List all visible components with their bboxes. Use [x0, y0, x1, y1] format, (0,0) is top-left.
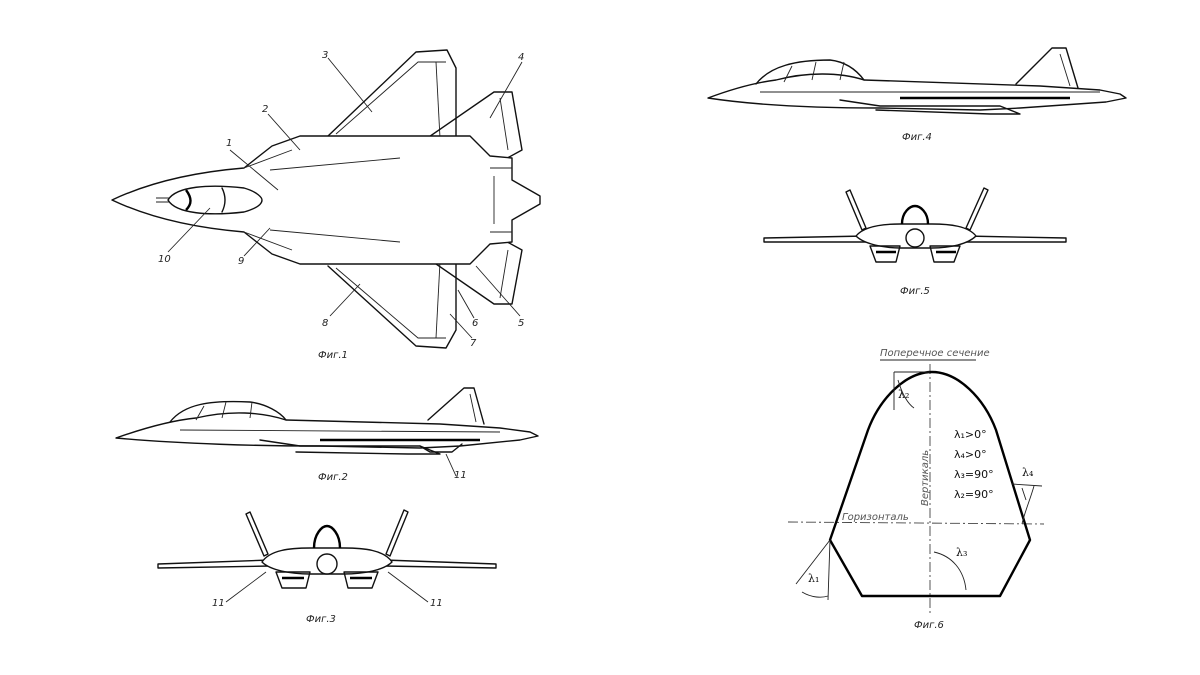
fig4-tail-fin	[1015, 47, 1079, 89]
fig5-wing-left	[763, 235, 867, 243]
fig2-canopy	[169, 400, 287, 423]
fig2-callout-11: 11	[454, 470, 467, 481]
fig3-front-view: 11 11 Фиг.3	[157, 509, 497, 625]
fig4-side-view: Фиг.4	[707, 47, 1127, 143]
fig6-angle-lambda1: λ₁	[808, 572, 819, 585]
fig5-nose	[905, 228, 925, 248]
fig1-upper-wing	[327, 49, 457, 139]
fig3-callout-11-left: 11	[212, 598, 225, 609]
fig6-angle-lambda4: λ₄	[1022, 466, 1034, 479]
fig6-caption: Фиг.6	[914, 620, 944, 631]
fig1-callout-4: 4	[518, 52, 524, 63]
fig3-fin-right	[385, 509, 409, 557]
fig3-wing-left	[157, 559, 271, 569]
fig4-intake	[839, 99, 1021, 115]
fig6-condition-4: λ₂=90°	[954, 488, 994, 501]
fig3-fin-left	[245, 511, 269, 557]
fig6-lambda1-construction	[795, 539, 831, 601]
fig2-intake	[259, 439, 441, 455]
fig6-horizontal-label: Горизонталь	[842, 512, 909, 523]
fig4-caption: Фиг.4	[902, 132, 932, 143]
fig1-callout-6: 6	[472, 318, 478, 329]
fig1-top-view: 1 2 3 4 5 6 7 8 9 10 Фиг.1	[111, 49, 541, 361]
fig3-caption: Фиг.3	[306, 614, 336, 625]
fig1-callout-9: 9	[238, 256, 244, 267]
fig6-angle-lambda2: λ₂	[898, 388, 909, 401]
fig6-condition-3: λ₃=90°	[954, 468, 994, 481]
fig2-fuselage	[115, 412, 539, 449]
fig1-fuselage	[111, 135, 541, 265]
fig1-caption: Фиг.1	[318, 350, 348, 361]
fig2-tail-fin	[427, 387, 485, 425]
fig6-condition-2: λ₄>0°	[954, 448, 987, 461]
fig6-vertical-label: Вертикаль	[920, 450, 931, 506]
fig3-canopy	[312, 524, 342, 549]
fig6-cross-section: Поперечное сечение Горизонталь Вертикаль…	[787, 348, 1045, 631]
fig1-callout-3: 3	[322, 50, 328, 61]
fig6-title: Поперечное сечение	[880, 348, 990, 359]
fig1-callout-10: 10	[158, 254, 171, 265]
fig3-nose	[316, 553, 338, 575]
fig1-callout-1: 1	[226, 138, 232, 149]
fig3-intake-left	[275, 571, 311, 589]
fig1-callout-8: 8	[322, 318, 328, 329]
fig4-canopy	[755, 59, 865, 85]
fig6-angle-lambda3: λ₃	[956, 546, 967, 559]
fig5-intake-left	[869, 245, 901, 263]
fig3-intake-right	[343, 571, 379, 589]
fig3-callout-11-right: 11	[430, 598, 443, 609]
fig1-callout-7: 7	[470, 338, 477, 349]
fig6-condition-1: λ₁>0°	[954, 428, 987, 441]
fig1-lower-wing	[327, 261, 457, 349]
fig6-section-outline	[828, 370, 1032, 598]
fig6-horizontal-axis	[787, 521, 1045, 525]
fig5-caption: Фиг.5	[900, 286, 930, 297]
fig6-lambda2-construction	[893, 371, 930, 410]
fig5-front-view: Фиг.5	[763, 187, 1067, 297]
fig6-lambda4-construction	[1011, 483, 1043, 525]
fig5-fin-right	[965, 187, 989, 231]
fig5-fin-left	[845, 189, 867, 231]
fig2-side-view: 11 Фиг.2	[115, 387, 539, 483]
fig2-caption: Фиг.2	[318, 472, 348, 483]
fig1-callout-5: 5	[518, 318, 524, 329]
fig1-canopy	[167, 185, 263, 215]
fig3-wing-right	[383, 559, 497, 569]
fig5-wing-right	[963, 235, 1067, 243]
fig5-canopy	[900, 204, 930, 225]
fig1-callout-2: 2	[262, 104, 268, 115]
fig6-lambda3-construction	[933, 551, 967, 591]
fig5-intake-right	[929, 245, 961, 263]
